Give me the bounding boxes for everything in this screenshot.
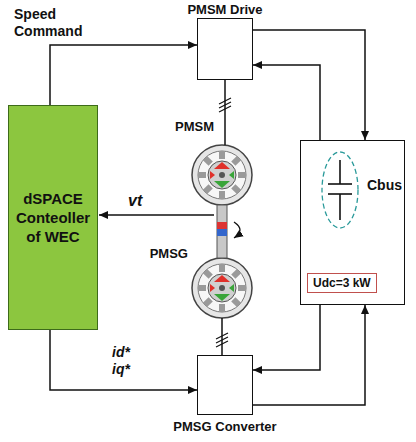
node-text: dSPACE Conteoller of WEC: [15, 189, 91, 246]
converter-box: PMSG Converter: [197, 355, 253, 415]
node-heading: PMSM: [175, 119, 214, 134]
connector: [224, 80, 226, 145]
node-text: Cbus: [367, 177, 402, 193]
dc-voltage-box: Udc=3 kW: [307, 273, 377, 293]
controller-box: dSPACE Conteoller of WEC: [8, 105, 98, 330]
connector: [50, 330, 197, 390]
connector: [221, 318, 223, 355]
signal-label: Speed Command: [14, 6, 106, 40]
drive-box: PMSM Drive: [197, 18, 253, 80]
connector: [50, 45, 197, 105]
connector: [253, 305, 320, 370]
node-heading: PMSG Converter: [173, 419, 276, 434]
connector: [253, 65, 320, 140]
signal-name: vt: [128, 192, 142, 209]
connector: [253, 305, 365, 405]
node-heading: PMSM Drive: [187, 2, 262, 17]
node-text: Udc=3 kW: [313, 276, 371, 290]
node-heading: PMSG: [150, 246, 188, 261]
pmsg-machine: PMSG: [192, 258, 252, 318]
dc-bus-box: CbusUdc=3 kW: [300, 140, 405, 305]
pmsm-machine: PMSM: [192, 145, 252, 205]
connector: [253, 30, 365, 140]
signal-label: id* iq*: [112, 344, 146, 378]
